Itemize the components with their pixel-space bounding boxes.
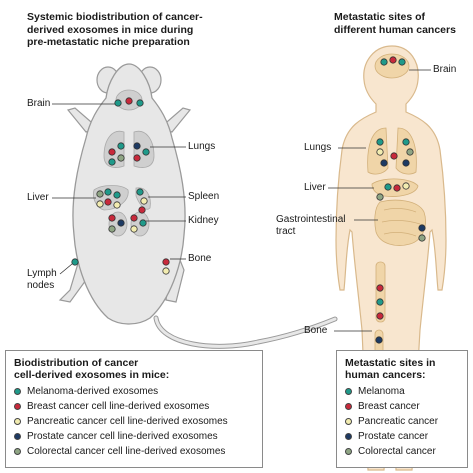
left-title-line-3: pre-metastatic niche preparation <box>27 36 190 48</box>
swatch-melanoma <box>345 388 352 395</box>
swatch-breast <box>345 403 352 410</box>
label-mouse-kidney: Kidney <box>188 215 219 226</box>
legend-human-label: Colorectal cancer <box>358 446 436 457</box>
legend-human-title-line-2: human cancers: <box>345 369 426 381</box>
label-mouse-lymph: Lymph <box>27 268 57 279</box>
label-mouse-nodes: nodes <box>27 280 55 291</box>
swatch-melanoma <box>14 388 21 395</box>
human-gi-tract <box>374 199 426 246</box>
swatch-prostate <box>14 433 21 440</box>
legend-mice-item: Melanoma-derived exosomes <box>14 384 262 399</box>
label-human-gi: Gastrointestinal <box>276 214 346 225</box>
legend-human-list: Melanoma Breast cancer Pancreatic cancer… <box>337 384 467 459</box>
legend-mice-title: Biodistribution of cancer cell-derived e… <box>14 357 262 381</box>
label-human-brain: Brain <box>433 64 457 75</box>
right-title-line-1: Metastatic sites of <box>334 11 426 23</box>
legend-human-title: Metastatic sites in human cancers: <box>345 357 467 381</box>
legend-mice-title-line-1: Biodistribution of cancer <box>14 357 139 369</box>
swatch-pancreatic <box>14 418 21 425</box>
label-human-gi-tract: tract <box>276 226 296 237</box>
swatch-breast <box>14 403 21 410</box>
swatch-colorectal <box>345 448 352 455</box>
legend-mice-label: Breast cancer cell line-derived exosomes <box>27 401 210 412</box>
legend-mice-item: Colorectal cancer cell line-derived exos… <box>14 444 262 459</box>
label-mouse-lungs: Lungs <box>188 141 216 152</box>
legend-human-label: Melanoma <box>358 386 405 397</box>
legend-human-title-line-1: Metastatic sites in <box>345 357 436 369</box>
legend-human-label: Prostate cancer <box>358 431 429 442</box>
legend-mice-item: Prostate cancer cell line-derived exosom… <box>14 429 262 444</box>
legend-mice-item: Breast cancer cell line-derived exosomes <box>14 399 262 414</box>
label-human-liver: Liver <box>304 182 326 193</box>
mouse-illustration <box>52 63 338 349</box>
label-human-bone: Bone <box>304 325 328 336</box>
swatch-prostate <box>345 433 352 440</box>
label-mouse-liver: Liver <box>27 192 49 203</box>
label-mouse-bone: Bone <box>188 253 212 264</box>
legend-human-label: Pancreatic cancer <box>358 416 439 427</box>
label-mouse-brain: Brain <box>27 98 51 109</box>
swatch-pancreatic <box>345 418 352 425</box>
legend-human-label: Breast cancer <box>358 401 420 412</box>
left-title-line-2: derived exosomes in mice during <box>27 23 194 36</box>
label-human-lungs: Lungs <box>304 142 332 153</box>
left-title-line-1: Systemic biodistribution of cancer- <box>27 11 203 23</box>
legend-mice-label: Prostate cancer cell line-derived exosom… <box>27 431 218 442</box>
human-right-lung <box>395 127 417 175</box>
legend-mice-label: Colorectal cancer cell line-derived exos… <box>27 446 226 457</box>
legend-mice-item: Pancreatic cancer cell line-derived exos… <box>14 414 262 429</box>
left-panel-title: Systemic biodistribution of cancer- deri… <box>27 11 203 49</box>
swatch-colorectal <box>14 448 21 455</box>
right-panel-title: Metastatic sites of different human canc… <box>334 11 456 36</box>
legend-mice-label: Melanoma-derived exosomes <box>27 386 159 397</box>
legend-human-item: Breast cancer <box>345 399 467 414</box>
human-femur <box>375 261 386 323</box>
legend-human-item: Pancreatic cancer <box>345 414 467 429</box>
legend-human-item: Melanoma <box>345 384 467 399</box>
legend-human-item: Colorectal cancer <box>345 444 467 459</box>
label-mouse-spleen: Spleen <box>188 191 220 202</box>
mouse-body <box>72 63 186 325</box>
legend-mice-title-line-2: cell-derived exosomes in mice: <box>14 369 170 381</box>
right-title-line-2: different human cancers <box>334 23 456 36</box>
legend-mice: Biodistribution of cancer cell-derived e… <box>5 350 263 468</box>
legend-human: Metastatic sites in human cancers: Melan… <box>336 350 468 468</box>
legend-human-item: Prostate cancer <box>345 429 467 444</box>
legend-mice-label: Pancreatic cancer cell line-derived exos… <box>27 416 228 427</box>
legend-mice-list: Melanoma-derived exosomes Breast cancer … <box>6 384 262 459</box>
